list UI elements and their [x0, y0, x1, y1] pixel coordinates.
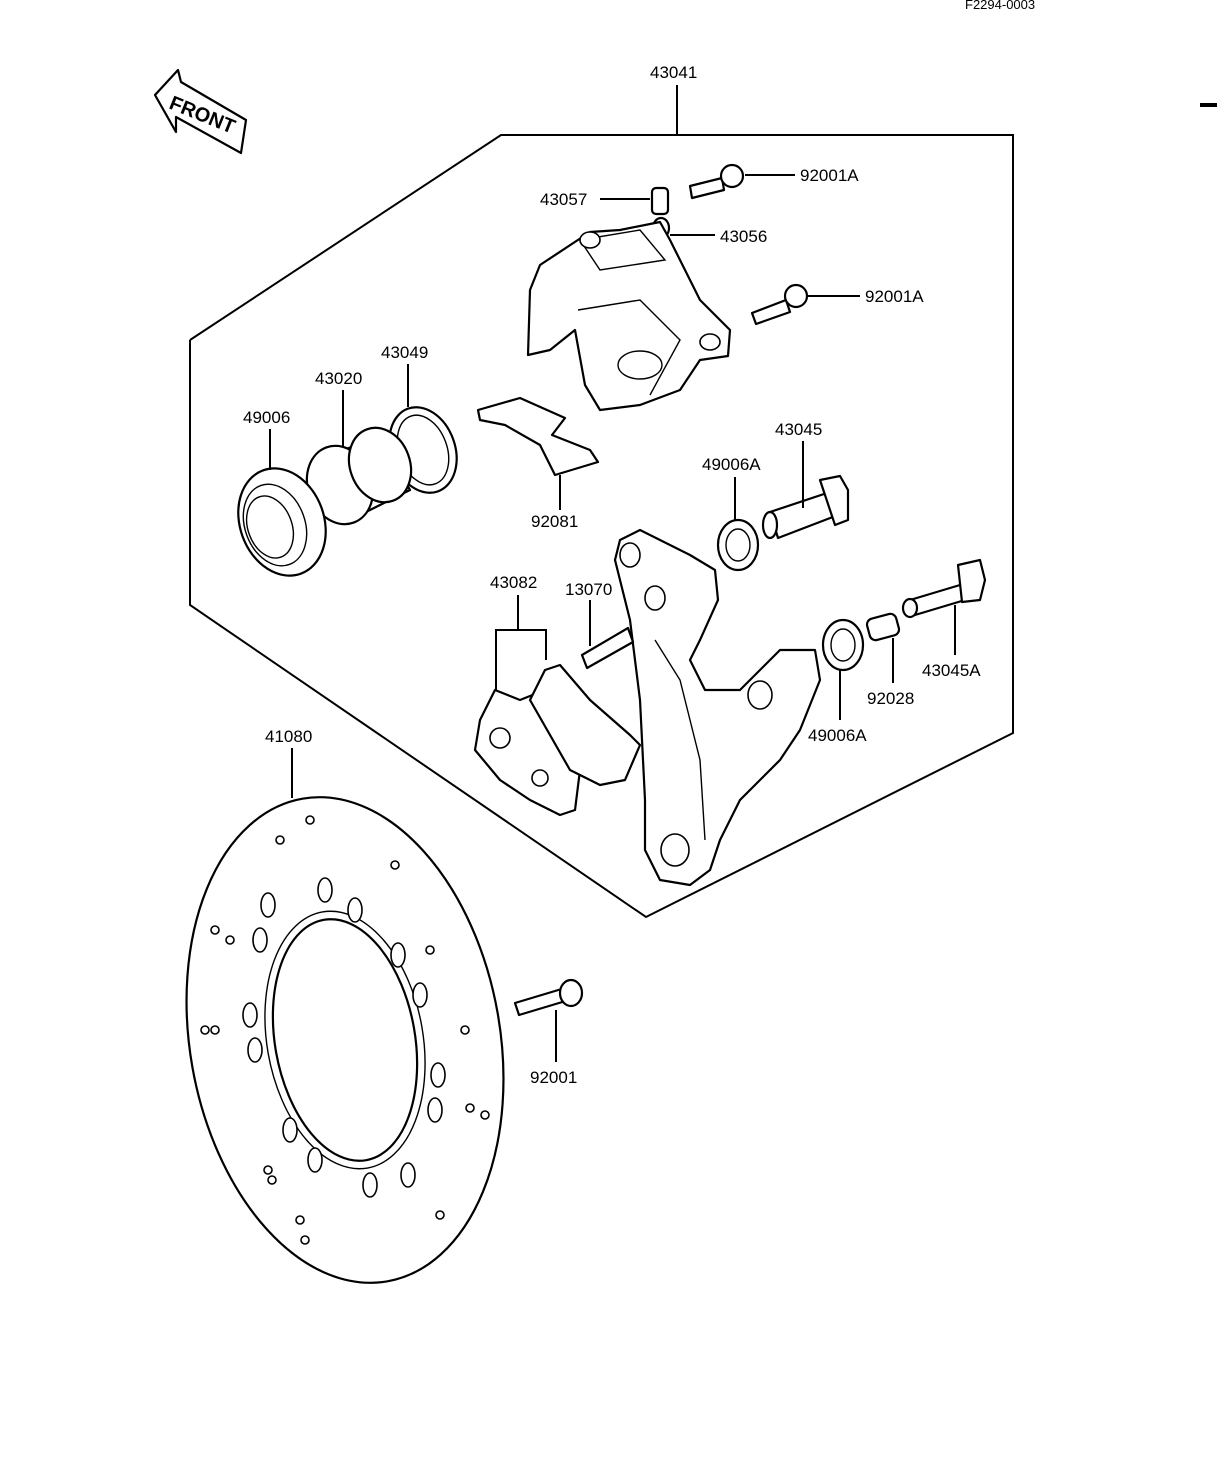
- boot-49006A-top: [716, 477, 760, 572]
- slide-pin-43045: [761, 441, 850, 540]
- brake-pads-43082: [473, 595, 642, 817]
- label-43082: 43082: [490, 573, 537, 592]
- piston-43020: [305, 390, 413, 526]
- label-43049: 43049: [381, 343, 428, 362]
- reference-code: F2294-0003: [965, 0, 1035, 12]
- caliper-assembly-outline: [189, 85, 1014, 919]
- anti-rattle-shim-13070: [580, 600, 635, 670]
- label-92028: 92028: [867, 689, 914, 708]
- label-92001: 92001: [530, 1068, 577, 1087]
- boot-49006A-bottom: [821, 618, 865, 720]
- edge-mark: [1200, 103, 1217, 107]
- brake-disc-41080: [185, 748, 505, 1284]
- label-49006A-top: 49006A: [702, 455, 761, 474]
- pad-spring-92081: [476, 396, 600, 510]
- label-41080: 41080: [265, 727, 312, 746]
- sleeve-92028: [865, 612, 901, 683]
- bolt-92001A-top: [688, 163, 795, 200]
- label-13070: 13070: [565, 580, 612, 599]
- piston-seal-49006: [237, 429, 327, 577]
- bolt-92001A-mid: [750, 283, 860, 326]
- caliper-body: [526, 220, 732, 412]
- label-43057: 43057: [540, 190, 587, 209]
- label-92001A-top: 92001A: [800, 166, 859, 185]
- label-43045A: 43045A: [922, 661, 981, 680]
- label-92081: 92081: [531, 512, 578, 531]
- label-43056: 43056: [720, 227, 767, 246]
- label-43041: 43041: [650, 63, 697, 82]
- bleeder-valve-43057: [600, 186, 670, 216]
- label-43045: 43045: [775, 420, 822, 439]
- caliper-bracket: [613, 528, 822, 887]
- label-49006: 49006: [243, 408, 290, 427]
- label-92001A-mid: 92001A: [865, 287, 924, 306]
- slide-pin-43045A: [901, 558, 987, 655]
- label-43020: 43020: [315, 369, 362, 388]
- front-arrow-icon: FRONT: [153, 68, 248, 155]
- label-49006A-bottom: 49006A: [808, 726, 867, 745]
- disc-bolt-92001: [513, 978, 584, 1062]
